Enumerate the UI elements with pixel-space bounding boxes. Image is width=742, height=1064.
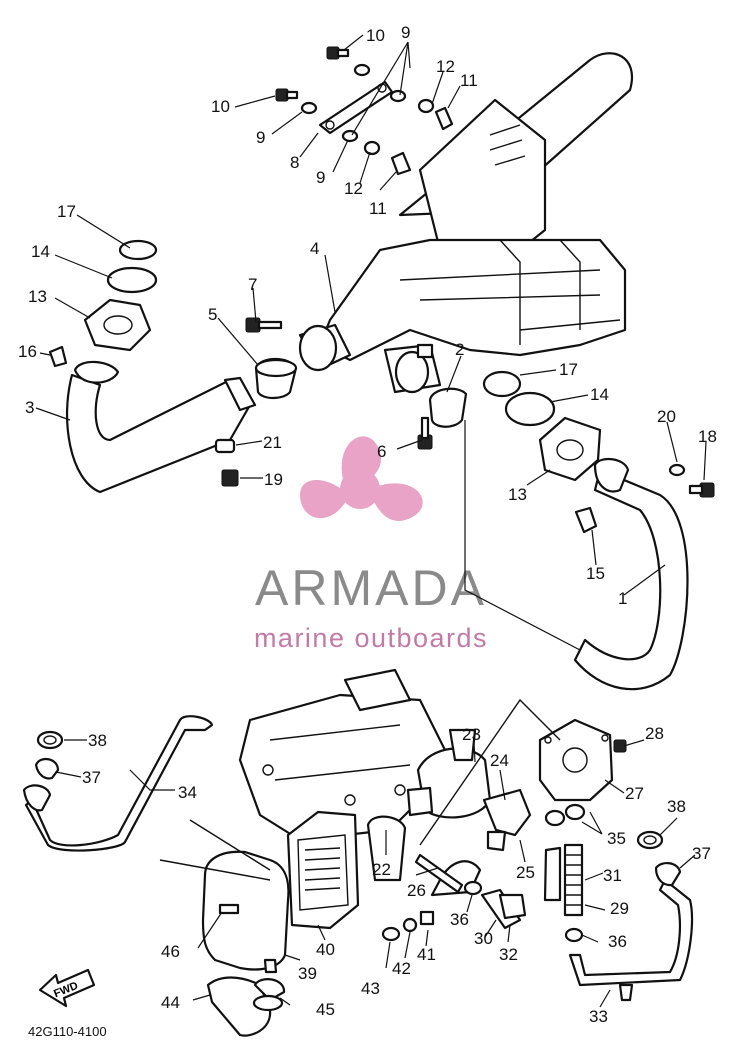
callout-11: 11	[460, 71, 478, 90]
callout-37: 37	[692, 844, 711, 863]
callout-38: 38	[667, 797, 686, 816]
callout-41: 41	[417, 945, 436, 964]
callout-10: 10	[366, 26, 385, 45]
callout-27: 27	[625, 784, 644, 803]
small-parts-left	[214, 317, 298, 487]
callout-18: 18	[698, 427, 717, 446]
small-parts-lower	[381, 803, 586, 942]
callout-34: 34	[178, 783, 197, 802]
callout-16: 16	[18, 342, 37, 361]
callout-5: 5	[208, 305, 217, 324]
callout-45: 45	[316, 1000, 335, 1019]
callout-10: 10	[211, 97, 230, 116]
air-duct-lower	[206, 976, 286, 1037]
callout-31: 31	[603, 866, 622, 885]
callout-29: 29	[610, 899, 629, 918]
leader-lines	[35, 34, 707, 1008]
callout-42: 42	[392, 959, 411, 978]
callout-labels: 10 9 10 12 11 9 8 9 12 11 17 14 13 16 3 …	[18, 23, 717, 1026]
callout-9: 9	[316, 168, 325, 187]
callout-24: 24	[490, 751, 509, 770]
callout-17: 17	[559, 360, 578, 379]
callout-1: 1	[618, 589, 627, 608]
air-cleaner-case	[238, 668, 452, 842]
joint-clamp-right	[636, 830, 664, 850]
callout-13: 13	[28, 287, 47, 306]
callout-32: 32	[499, 945, 518, 964]
brand-tagline: marine outboards	[254, 623, 488, 653]
callout-36: 36	[608, 932, 627, 951]
bracket-24-25	[482, 788, 532, 852]
callout-4: 4	[310, 239, 319, 258]
callout-17: 17	[57, 202, 76, 221]
brand-name: ARMADA	[255, 560, 487, 616]
air-pipe-34	[22, 715, 214, 852]
exhaust-pipe-right	[573, 457, 689, 691]
callout-28: 28	[645, 724, 664, 743]
callout-20: 20	[657, 407, 676, 426]
callout-9: 9	[401, 23, 410, 42]
callout-40: 40	[316, 940, 335, 959]
callout-38: 38	[88, 731, 107, 750]
gasket-stack-left	[48, 239, 158, 368]
muffler-assembly	[298, 52, 633, 394]
callout-46: 46	[161, 942, 180, 961]
diagram-code: 42G110-4100	[28, 1024, 107, 1039]
callout-2: 2	[455, 340, 464, 359]
callout-43: 43	[361, 979, 380, 998]
callout-7: 7	[248, 275, 257, 294]
hose-set	[366, 815, 584, 943]
callout-33: 33	[589, 1007, 608, 1026]
fwd-arrow: FWD	[38, 968, 96, 1008]
mounting-hardware-top	[275, 46, 454, 176]
callout-14: 14	[590, 385, 609, 404]
callout-9: 9	[256, 128, 265, 147]
gasket-stack-right	[417, 370, 715, 534]
callout-22: 22	[372, 860, 391, 879]
callout-3: 3	[25, 398, 34, 417]
callout-6: 6	[377, 442, 386, 461]
armada-propeller-logo	[300, 436, 423, 521]
callout-8: 8	[290, 153, 299, 172]
joint-clamp-left	[34, 730, 64, 780]
reed-valve-case	[538, 718, 627, 802]
air-pipe-33	[568, 862, 694, 1002]
callout-44: 44	[161, 993, 180, 1012]
callout-36: 36	[450, 910, 469, 929]
callout-26: 26	[407, 881, 426, 900]
air-cleaner-cover	[201, 850, 290, 974]
callout-21: 21	[263, 433, 282, 452]
air-filter-element	[286, 810, 360, 930]
callout-23: 23	[462, 725, 481, 744]
induction-valve	[406, 728, 492, 819]
callout-19: 19	[264, 470, 283, 489]
callout-11: 11	[369, 199, 387, 218]
callout-39: 39	[298, 964, 317, 983]
callout-25: 25	[516, 863, 535, 882]
callout-12: 12	[436, 57, 455, 76]
callout-13: 13	[508, 485, 527, 504]
callout-35: 35	[607, 829, 626, 848]
callout-37: 37	[82, 768, 101, 787]
callout-30: 30	[474, 929, 493, 948]
callout-14: 14	[31, 242, 50, 261]
callout-15: 15	[586, 564, 605, 583]
callout-12: 12	[344, 179, 363, 198]
